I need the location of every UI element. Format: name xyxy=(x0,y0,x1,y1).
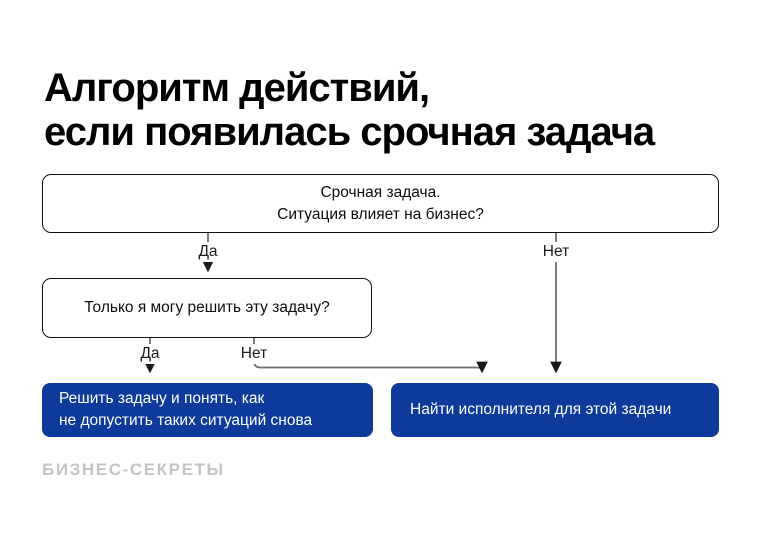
node-question-2: Только я могу решить эту задачу? xyxy=(42,278,372,338)
question-2-text: Только я могу решить эту задачу? xyxy=(84,299,330,316)
label-q2-yes: Да xyxy=(136,344,164,364)
connector-q2-no xyxy=(253,338,488,374)
label-root-yes: Да xyxy=(194,242,222,262)
root-question-line-2: Ситуация влияет на бизнес? xyxy=(277,205,484,223)
page-title-line-1: Алгоритм действий, xyxy=(44,66,430,110)
action-solve-line-1: Решить задачу и понять, как xyxy=(59,390,265,407)
page-title: Алгоритм действий, если появилась срочна… xyxy=(44,66,655,154)
node-root-question: Срочная задача. Ситуация влияет на бизне… xyxy=(42,174,719,233)
node-action-solve: Решить задачу и понять, как не допустить… xyxy=(42,383,373,437)
label-root-no: Нет xyxy=(538,242,574,262)
page-title-line-2: если появилась срочная задача xyxy=(44,110,655,154)
root-question-line-1: Срочная задача. xyxy=(320,183,441,201)
action-solve-line-2: не допустить таких ситуаций снова xyxy=(59,412,313,429)
label-q2-no: Нет xyxy=(236,344,272,364)
brand-logo: БИЗНЕС-СЕКРЕТЫ xyxy=(42,460,225,479)
node-action-delegate: Найти исполнителя для этой задачи xyxy=(391,383,719,437)
action-delegate-text: Найти исполнителя для этой задачи xyxy=(410,401,672,418)
